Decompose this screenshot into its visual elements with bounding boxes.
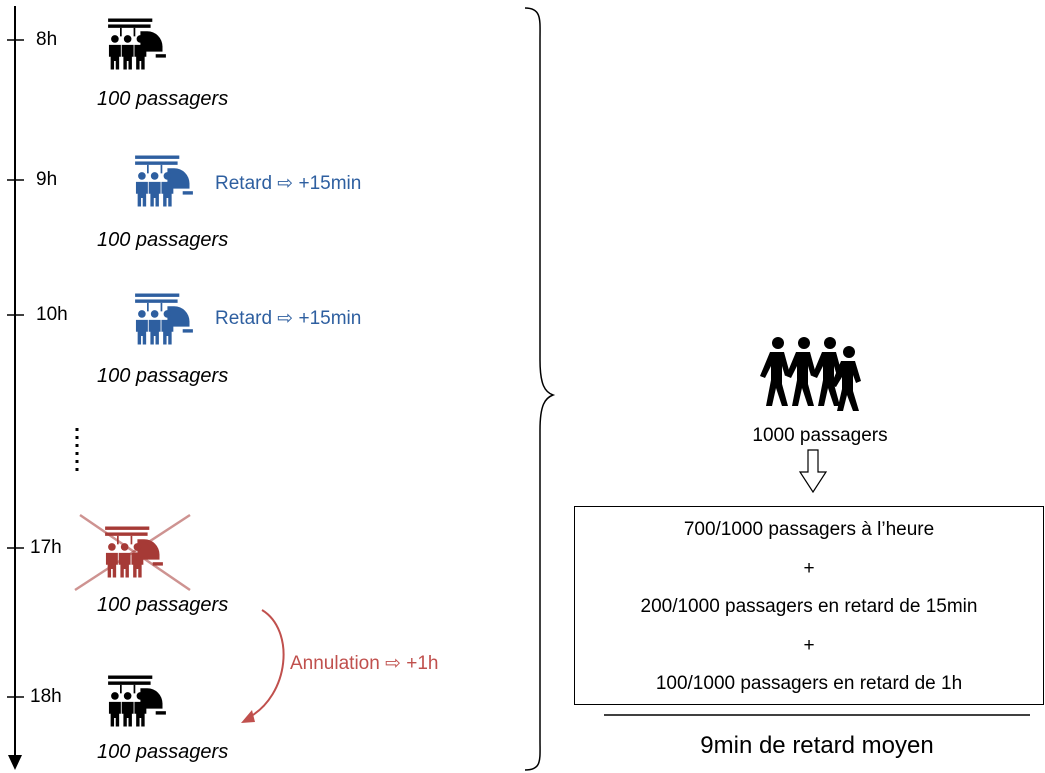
train-icon xyxy=(108,18,166,70)
train-icon xyxy=(135,155,193,207)
summary-plus: + xyxy=(803,558,815,579)
cancel-arrow xyxy=(247,609,285,719)
train-icon xyxy=(108,675,166,727)
passenger-count: 100 passagers xyxy=(97,594,229,616)
time-label: 9h xyxy=(36,169,58,190)
grouping-brace xyxy=(524,7,556,771)
delay-note: Retard ⇨ +15min xyxy=(215,308,362,329)
people-group-icon xyxy=(760,337,861,411)
train-icon xyxy=(135,293,193,345)
summary-line-delay-1h: 100/1000 passagers en retard de 1h xyxy=(655,673,963,694)
time-label: 17h xyxy=(30,537,62,558)
summary-line-on-time: 700/1000 passagers à l’heure xyxy=(683,519,935,540)
axis-arrowhead xyxy=(8,755,22,770)
passenger-count: 100 passagers xyxy=(97,229,229,251)
time-label: 8h xyxy=(36,29,58,50)
average-delay-result: 9min de retard moyen xyxy=(700,732,934,759)
passenger-count: 100 passagers xyxy=(97,88,229,110)
summary-box: 700/1000 passagers à l’heure + 200/1000 … xyxy=(574,506,1044,705)
cancel-arrowhead xyxy=(241,710,255,723)
summary-plus: + xyxy=(803,635,815,656)
delay-note: Retard ⇨ +15min xyxy=(215,173,362,194)
down-arrow-icon xyxy=(798,449,828,494)
time-label: 10h xyxy=(36,304,68,325)
passenger-count: 100 passagers xyxy=(97,365,229,387)
cancel-cross-icon xyxy=(74,513,191,592)
cancel-note: Annulation ⇨ +1h xyxy=(290,653,439,674)
total-passengers: 1000 passagers xyxy=(752,425,888,446)
time-label: 18h xyxy=(30,686,62,707)
passenger-count: 100 passagers xyxy=(97,741,229,763)
summary-line-delay-15: 200/1000 passagers en retard de 15min xyxy=(640,596,978,617)
